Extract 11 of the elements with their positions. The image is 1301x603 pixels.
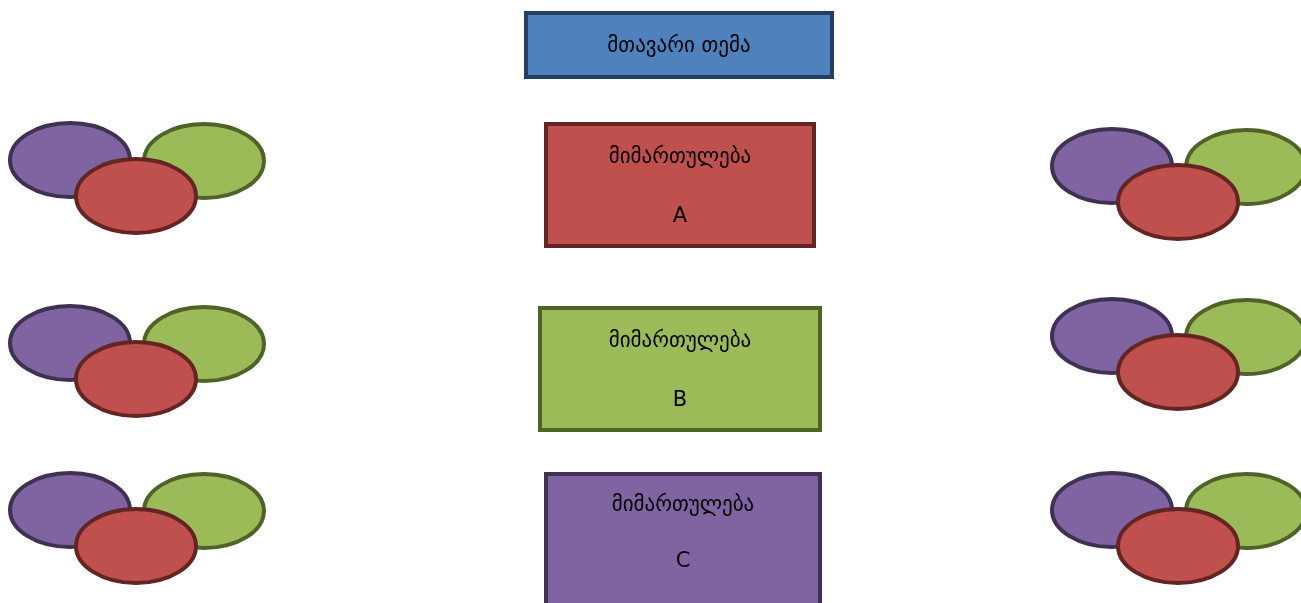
box-title: მთავარი თემა: [607, 33, 751, 57]
topic-box: [544, 122, 816, 248]
topic-box: [544, 472, 822, 603]
box-letter: A: [672, 202, 688, 227]
topic-box: [538, 306, 822, 432]
box-title: მიმართულება: [608, 327, 752, 352]
box-letter: C: [675, 548, 691, 572]
topic-box: [524, 11, 834, 79]
box-title: მიმართულება: [611, 492, 755, 516]
box-letter: B: [672, 386, 688, 411]
box-title: მიმართულება: [608, 143, 752, 168]
